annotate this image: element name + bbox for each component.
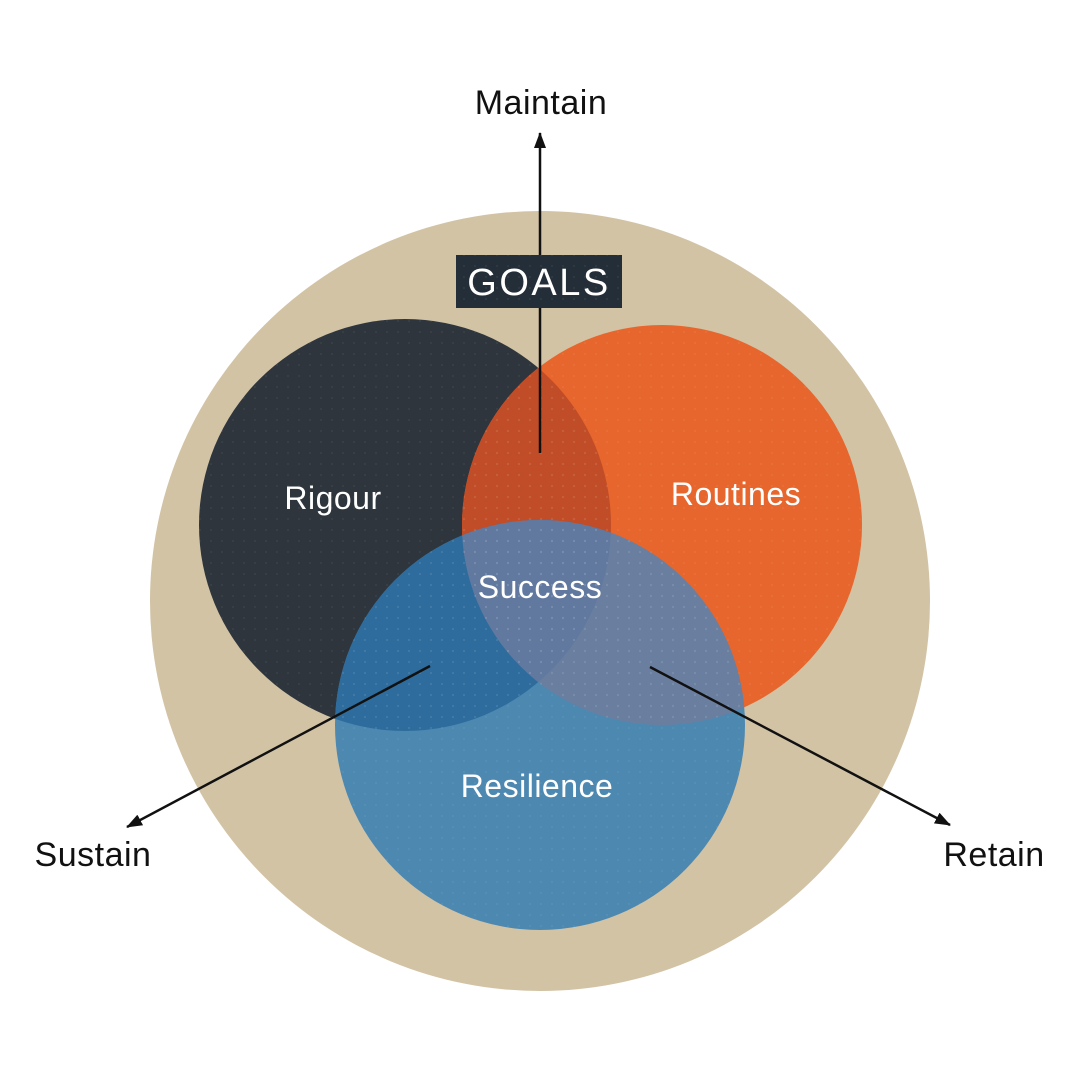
sustain-label: Sustain (35, 836, 152, 874)
sustain-arrow (126, 664, 431, 829)
rigour-label: Rigour (284, 480, 381, 516)
retain-label: Retain (943, 836, 1044, 874)
retain-arrow (649, 665, 951, 827)
maintain-label: Maintain (475, 84, 608, 122)
resilience-texture-overlay (335, 520, 745, 930)
success-label: Success (478, 569, 602, 605)
resilience-label: Resilience (461, 768, 614, 804)
goals-box-texture-overlay (456, 255, 622, 308)
routines-label: Routines (671, 476, 801, 512)
goals-box-label: GOALS (467, 262, 610, 304)
